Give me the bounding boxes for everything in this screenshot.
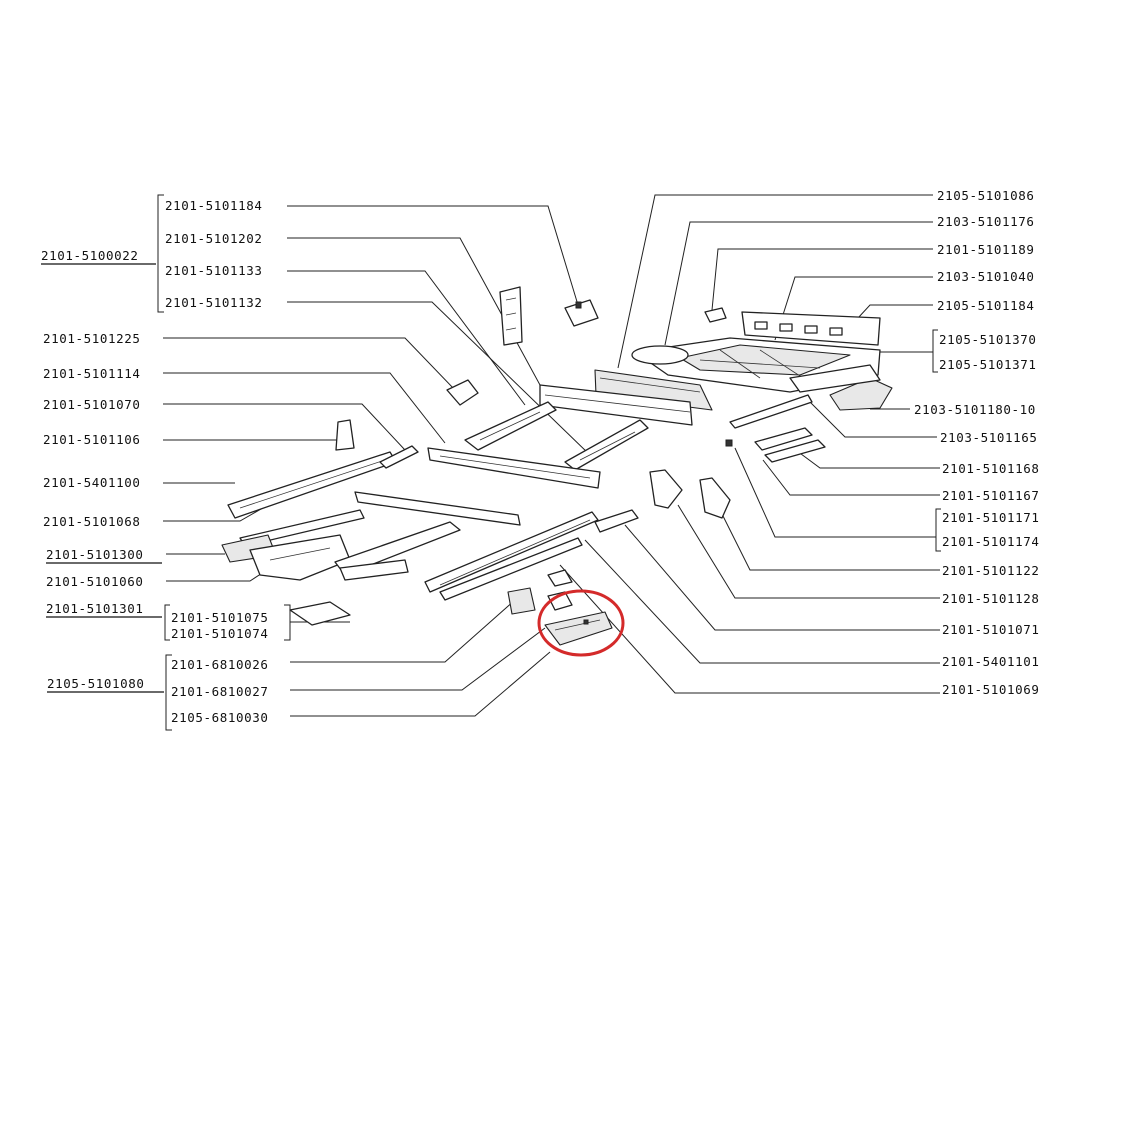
label-2105-6810030: 2105-6810030 [171, 710, 269, 725]
label-2101-5401101: 2101-5401101 [942, 654, 1040, 669]
part-6810027 [547, 591, 573, 611]
part-6810030 [544, 611, 613, 646]
label-2103-5101176: 2103-5101176 [937, 214, 1035, 229]
part-sill-5401101 [424, 511, 599, 601]
part-cross-member-5101086 [594, 369, 713, 411]
label-2105-5101371: 2105-5101371 [939, 357, 1037, 372]
label-2105-5101184: 2105-5101184 [937, 298, 1035, 313]
left-labels: 2101-5101184 2101-5101202 2101-5101133 2… [41, 194, 291, 731]
part-5101060b [339, 559, 409, 581]
label-2101-5100022: 2101-5100022 [41, 248, 139, 263]
label-2101-5101069: 2101-5101069 [942, 682, 1040, 697]
label-2101-5101174: 2101-5101174 [942, 534, 1040, 549]
label-2101-5401100: 2101-5401100 [43, 475, 141, 490]
label-2101-5101202: 2101-5101202 [165, 231, 263, 246]
label-2101-5101171: 2101-5101171 [942, 510, 1040, 525]
label-2105-5101370: 2105-5101370 [939, 332, 1037, 347]
part-arches [464, 401, 649, 471]
bracket-5101301-left [164, 604, 170, 641]
parts [221, 286, 893, 646]
part-5101070 [379, 445, 419, 469]
part-5101165 [729, 394, 813, 429]
right-labels: 2105-5101086 2103-5101176 2101-5101189 2… [914, 188, 1040, 697]
label-2101-5101167: 2101-5101167 [942, 488, 1040, 503]
label-2103-5101165: 2103-5101165 [940, 430, 1038, 445]
label-2101-6810027: 2101-6810027 [171, 684, 269, 699]
label-2101-6810026: 2101-6810026 [171, 657, 269, 672]
part-5101128 [649, 469, 683, 509]
part-5101300 [221, 534, 351, 581]
label-2101-5101133: 2101-5101133 [165, 263, 263, 278]
highlight-circle [537, 589, 625, 657]
label-2101-5101168: 2101-5101168 [942, 461, 1040, 476]
label-2101-5101071: 2101-5101071 [942, 622, 1040, 637]
bracket-5100022 [157, 194, 164, 313]
label-2101-5101075: 2101-5101075 [171, 610, 269, 625]
label-2101-5101189: 2101-5101189 [937, 242, 1035, 257]
part-6810026 [507, 587, 536, 615]
label-2101-5101060: 2101-5101060 [46, 574, 144, 589]
part-5101167 [764, 439, 826, 463]
label-2103-5101180-10: 2103-5101180-10 [914, 402, 1036, 417]
label-2101-5101301: 2101-5101301 [46, 601, 144, 616]
label-2103-5101040: 2103-5101040 [937, 269, 1035, 284]
part-cross-member-5101114 [427, 447, 601, 489]
leader-lines [163, 194, 940, 717]
label-2101-5101106: 2101-5101106 [43, 432, 141, 447]
part-bracket-5101225 [446, 379, 479, 406]
label-2101-5101068: 2101-5101068 [43, 514, 141, 529]
bracket-5101171 [935, 508, 941, 552]
label-2105-5101080: 2105-5101080 [47, 676, 145, 691]
label-2101-5101300: 2101-5101300 [46, 547, 144, 562]
part-beam-5101075 [354, 491, 521, 526]
label-2101-5101132: 2101-5101132 [165, 295, 263, 310]
part-rear-panel-5103040 [741, 311, 881, 346]
part-sill-5401100 [227, 451, 397, 519]
part-5101071 [594, 509, 639, 533]
part-5101168 [754, 427, 813, 451]
part-5101189 [704, 307, 727, 323]
label-2101-5101128: 2101-5101128 [942, 591, 1040, 606]
part-small-570 [547, 569, 573, 587]
part-bracket-5101184 [499, 286, 523, 346]
part-5101171 [725, 439, 733, 447]
label-2101-5101184: 2101-5101184 [165, 198, 263, 213]
part-5101122 [699, 477, 731, 519]
label-2101-5101070: 2101-5101070 [43, 397, 141, 412]
label-2101-5101074: 2101-5101074 [171, 626, 269, 641]
part-5101075 [289, 601, 351, 626]
part-small-bracket-top [564, 299, 599, 327]
label-2101-5101225: 2101-5101225 [43, 331, 141, 346]
label-2101-5101114: 2101-5101114 [43, 366, 141, 381]
part-5101370 [789, 364, 881, 393]
label-2105-5101086: 2105-5101086 [937, 188, 1035, 203]
bracket-5101370 [932, 329, 938, 373]
part-beam-5101202 [539, 384, 693, 426]
part-bracket-5101106 [335, 419, 355, 451]
bracket-5101301-right [284, 604, 291, 641]
bracket-5101080 [165, 654, 172, 731]
label-2101-5101122: 2101-5101122 [942, 563, 1040, 578]
